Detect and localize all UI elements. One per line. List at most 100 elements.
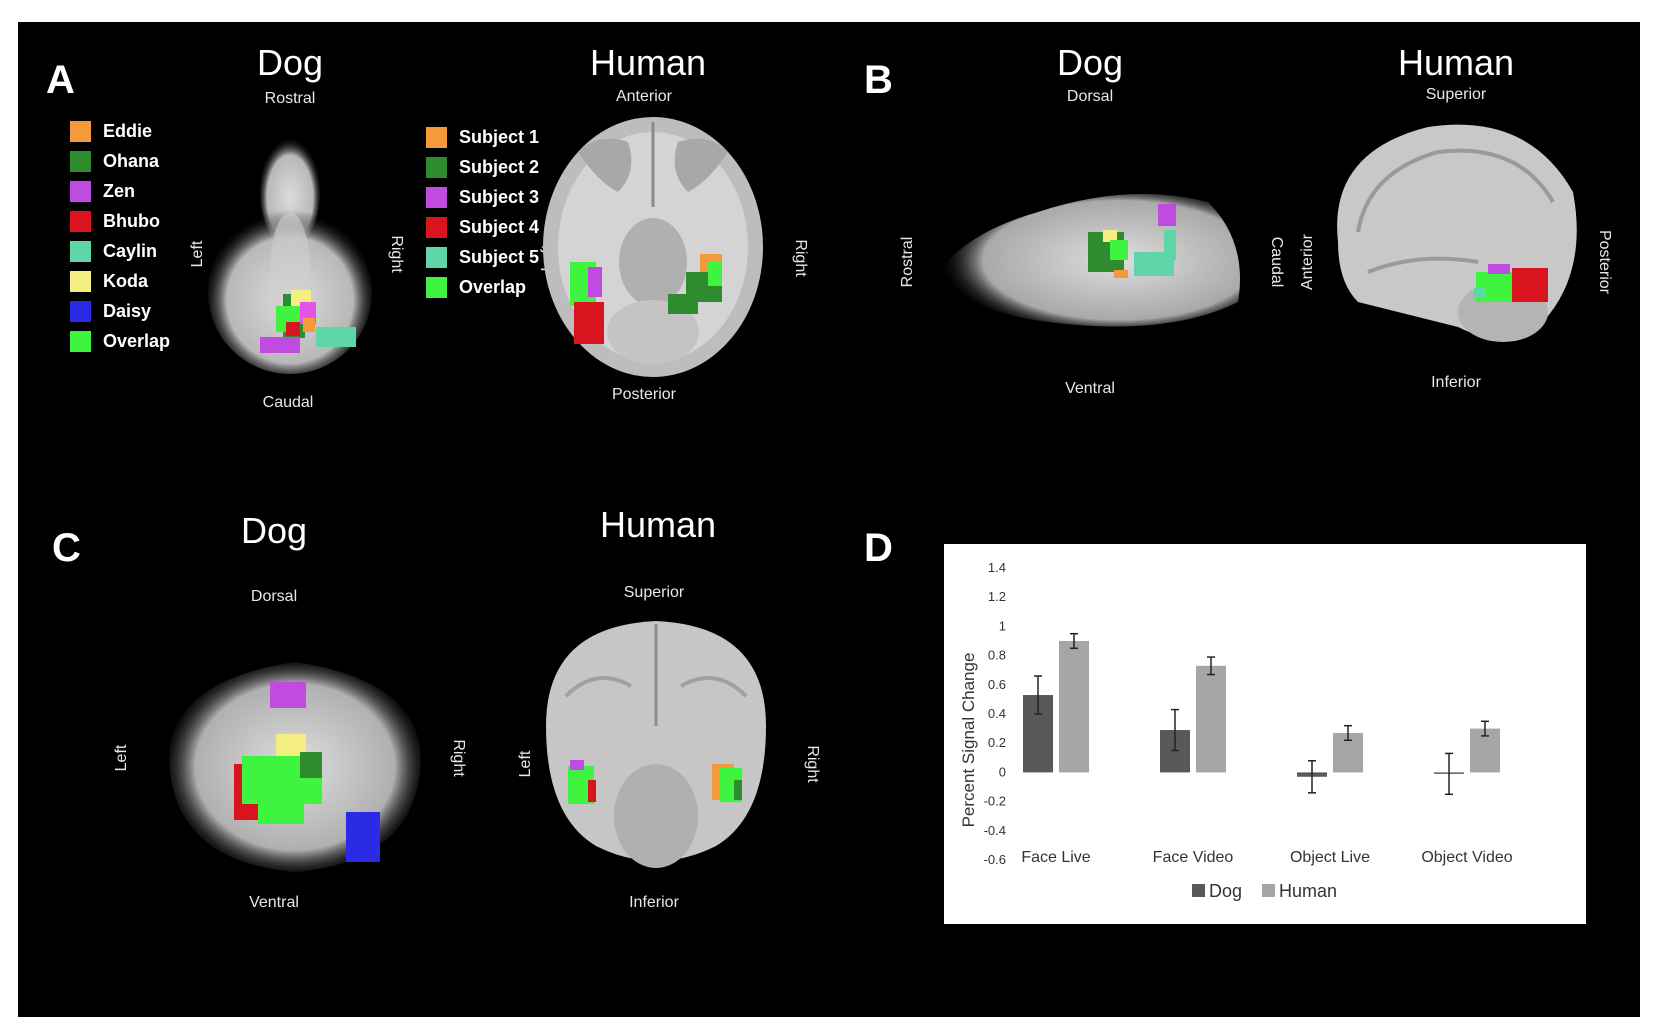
dog-legend-swatch xyxy=(70,330,91,352)
panel-c-dog-bottom-label: Ventral xyxy=(249,894,299,911)
dog-legend-swatch xyxy=(70,120,91,142)
y-tick-label: -0.2 xyxy=(984,794,1006,809)
dog-legend-label: Bhubo xyxy=(103,210,160,231)
panel-c-human-title: Human xyxy=(599,504,717,545)
legend-label-dog: Dog xyxy=(1209,881,1242,901)
dog-legend-swatch xyxy=(70,270,91,292)
panel-c-dog-right-label: Right xyxy=(450,739,467,777)
dog-legend-swatch xyxy=(70,210,91,232)
dog-legend-item: Daisy xyxy=(70,296,170,326)
human-legend-label: Subject 5 xyxy=(459,246,540,267)
dog-legend-item: Caylin xyxy=(70,236,170,266)
panel-a-dog-top-label: Rostral xyxy=(264,90,316,107)
dog-roi-sagittal xyxy=(1088,204,1176,278)
y-tick-label: 0.6 xyxy=(988,677,1006,692)
panel-c-human-top-label: Superior xyxy=(623,584,685,601)
human-legend-item: Subject 4 xyxy=(426,212,539,242)
panel-a-dog-bottom-label: Caudal xyxy=(262,394,314,411)
human-legend-item: Subject 3 xyxy=(426,182,539,212)
y-tick-label: -0.4 xyxy=(984,823,1006,838)
human-legend-label: Subject 3 xyxy=(459,186,540,207)
panel-c-human-right-label: Right xyxy=(804,745,821,783)
x-category-label: Object Video xyxy=(1421,849,1512,866)
human-legend-label: Subject 4 xyxy=(459,216,540,237)
dog-brain-sagittal xyxy=(938,194,1240,327)
dog-legend-label: Koda xyxy=(103,270,148,291)
panel-c-dog-left-label: Left xyxy=(113,744,130,772)
human-roi-sagittal xyxy=(1474,264,1548,302)
dog-legend-label: Caylin xyxy=(103,240,158,261)
dog-legend-label: Zen xyxy=(103,180,136,201)
panel-b-dog-top-label: Dorsal xyxy=(1066,88,1114,105)
human-legend-item: Overlap xyxy=(426,272,539,302)
human-legend-swatch xyxy=(426,216,447,238)
panel-b-dog-title: Dog xyxy=(1056,42,1124,83)
percent-signal-chart: 1.41.210.80.60.40.20-0.2-0.4-0.6 Percent… xyxy=(959,560,1513,901)
panel-letter-a: A xyxy=(46,58,75,102)
panel-b-human-bottom-label: Inferior xyxy=(1431,374,1481,391)
dog-legend-swatch xyxy=(70,300,91,322)
y-tick-label: 0.2 xyxy=(988,735,1006,750)
human-legend-swatch xyxy=(426,186,447,208)
dog-legend-item: Overlap xyxy=(70,326,170,356)
human-legend-item: Subject 2 xyxy=(426,152,539,182)
panel-b-dog-right-label: Caudal xyxy=(1268,236,1285,288)
human-roi-coronal-left xyxy=(568,760,596,804)
dog-legend-item: Bhubo xyxy=(70,206,170,236)
bar-human xyxy=(1196,665,1226,773)
human-legend-swatch xyxy=(426,156,447,178)
dog-legend-label: Eddie xyxy=(103,120,153,141)
bars xyxy=(1023,632,1500,796)
x-category-label: Face Video xyxy=(1153,849,1234,866)
human-legend-swatch xyxy=(426,246,447,268)
human-legend-swatch xyxy=(426,276,447,298)
human-legend-label: Subject 1 xyxy=(459,126,540,147)
dog-brain-coronal xyxy=(169,662,421,872)
panel-c-dog-title: Dog xyxy=(240,510,308,551)
panel-b-human-right-label: Posterior xyxy=(1596,229,1613,295)
dog-legend-item: Eddie xyxy=(70,116,170,146)
panel-a-dog-title: Dog xyxy=(256,42,324,83)
y-tick-label: 0 xyxy=(999,764,1006,779)
human-brain-axial xyxy=(543,117,763,377)
human-legend-swatch xyxy=(426,126,447,148)
dog-legend-swatch xyxy=(70,180,91,202)
human-roi-right xyxy=(668,254,722,314)
panel-c-human-bottom-label: Inferior xyxy=(629,894,679,911)
panel-letter-b: B xyxy=(864,58,893,102)
y-tick-label: 1 xyxy=(999,618,1006,633)
dog-legend-label: Daisy xyxy=(103,300,152,321)
human-legend-label: Subject 2 xyxy=(459,156,540,177)
dog-legend-label: Ohana xyxy=(103,150,160,171)
human-brain-coronal xyxy=(546,621,766,868)
legend-swatch-dog xyxy=(1192,884,1205,897)
dog-roi-coronal xyxy=(234,682,380,862)
legend-swatch-human xyxy=(1262,884,1275,897)
panel-b-human-top-label: Superior xyxy=(1425,86,1487,103)
panel-a-human-top-label: Anterior xyxy=(615,88,673,105)
human-legend-item: Subject 5 xyxy=(426,242,539,272)
panel-a-dog-right-label: Right xyxy=(388,235,405,273)
dog-legend-swatch xyxy=(70,150,91,172)
y-tick-label: -0.6 xyxy=(984,852,1006,867)
y-axis-ticks: 1.41.210.80.60.40.20-0.2-0.4-0.6 xyxy=(984,560,1006,867)
panel-letter-d: D xyxy=(864,526,893,570)
dog-legend-item: Ohana xyxy=(70,146,170,176)
panel-a-human-bottom-label: Posterior xyxy=(611,386,677,403)
y-axis-label: Percent Signal Change xyxy=(959,653,978,828)
panel-b-human-left-label: Anterior xyxy=(1299,233,1316,291)
human-legend: Subject 1 Subject 2 Subject 3 Subject 4 Subj… xyxy=(426,122,539,302)
panel-c-dog-top-label: Dorsal xyxy=(250,588,298,605)
panel-a-human-right-label: Right xyxy=(792,239,809,277)
panel-b-dog-left-label: Rostral xyxy=(899,236,916,288)
human-roi-left xyxy=(570,262,604,344)
dog-legend-item: Koda xyxy=(70,266,170,296)
x-category-label: Object Live xyxy=(1290,849,1370,866)
human-legend-label: Overlap xyxy=(459,276,527,297)
human-legend-item: Subject 1 xyxy=(426,122,539,152)
